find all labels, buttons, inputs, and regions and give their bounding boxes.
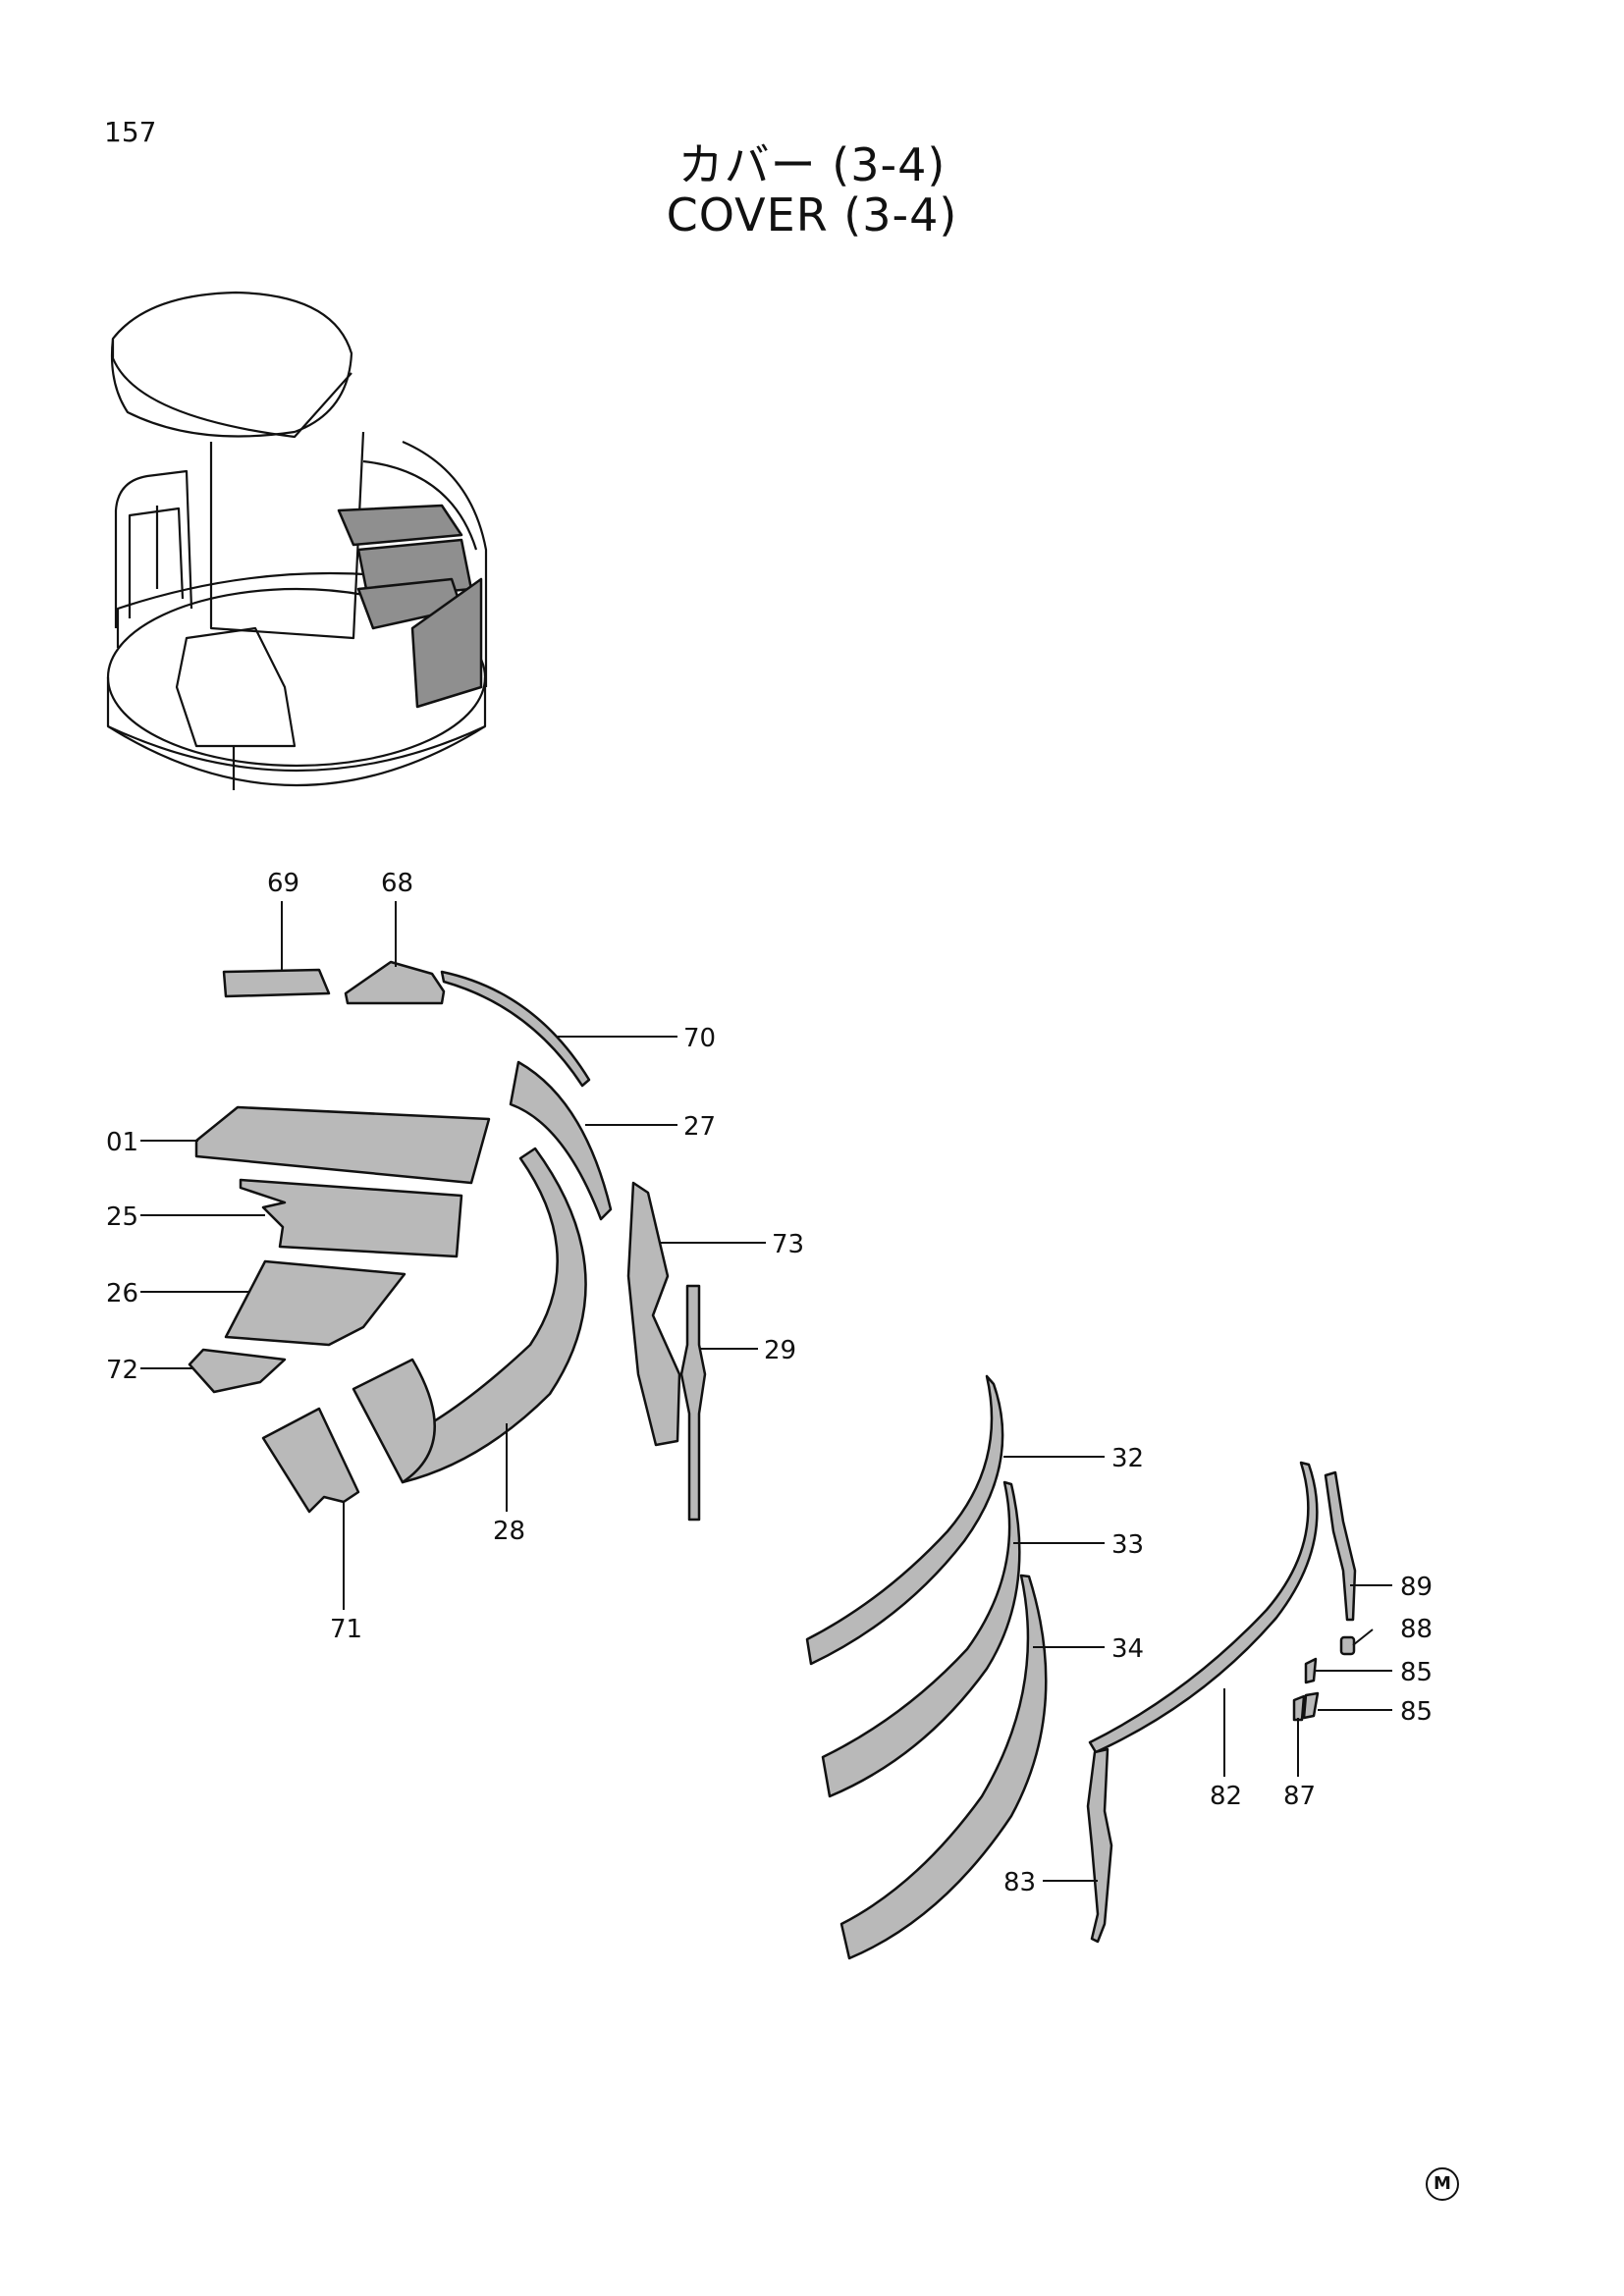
part-83-shape [1086, 1747, 1113, 1944]
part-01-shape [194, 1105, 491, 1185]
part-72-shape [188, 1348, 287, 1394]
corner-mark: M [1426, 2167, 1459, 2201]
part-85-shape-upper [1304, 1657, 1318, 1684]
part-number-labels: 69 68 70 27 01 25 26 72 73 29 28 71 32 3… [106, 869, 1433, 1897]
part-label-68: 68 [381, 869, 413, 898]
part-label-83: 83 [1003, 1868, 1036, 1897]
part-26-shape [224, 1259, 406, 1347]
machine-overview-illustration [106, 291, 488, 790]
page-title-japanese: カバー (3-4) [677, 138, 947, 191]
part-label-27: 27 [683, 1112, 716, 1142]
part-label-85-lower: 85 [1400, 1697, 1433, 1727]
page-title-english: COVER (3-4) [666, 188, 958, 241]
part-85-shape-lower [1292, 1691, 1320, 1722]
part-label-87: 87 [1283, 1782, 1316, 1811]
part-88-shape [1339, 1635, 1356, 1656]
part-label-28: 28 [493, 1517, 525, 1546]
part-label-85-upper: 85 [1400, 1658, 1433, 1687]
part-69-shape [222, 968, 331, 998]
part-27-shape [509, 1060, 613, 1221]
part-28-shape [352, 1147, 587, 1484]
part-label-88: 88 [1400, 1615, 1433, 1644]
part-label-33: 33 [1111, 1530, 1144, 1560]
part-label-25: 25 [106, 1202, 138, 1232]
part-label-72: 72 [106, 1356, 138, 1385]
part-68-shape [344, 960, 446, 1005]
part-label-29: 29 [764, 1336, 796, 1365]
part-label-73: 73 [772, 1230, 804, 1259]
part-82-shape [1088, 1461, 1319, 1754]
part-71-shape [261, 1407, 360, 1514]
part-25-shape [239, 1178, 463, 1258]
part-32-shape [805, 1374, 1004, 1666]
part-label-32: 32 [1111, 1444, 1144, 1473]
part-label-34: 34 [1111, 1634, 1144, 1664]
part-label-26: 26 [106, 1279, 138, 1308]
part-33-shape [821, 1480, 1021, 1798]
part-34-shape [839, 1574, 1048, 1960]
part-89-shape [1324, 1470, 1357, 1622]
part-label-69: 69 [267, 869, 299, 898]
part-73-shape [626, 1181, 681, 1447]
leader-lines [140, 901, 1392, 1882]
part-label-71: 71 [330, 1615, 362, 1644]
page-number: 157 [104, 116, 157, 148]
part-29-shape [679, 1284, 707, 1522]
part-label-82: 82 [1210, 1782, 1242, 1811]
part-label-70: 70 [683, 1024, 716, 1053]
part-label-89: 89 [1400, 1573, 1433, 1602]
part-70-shape [440, 970, 591, 1088]
part-label-01: 01 [106, 1128, 138, 1157]
